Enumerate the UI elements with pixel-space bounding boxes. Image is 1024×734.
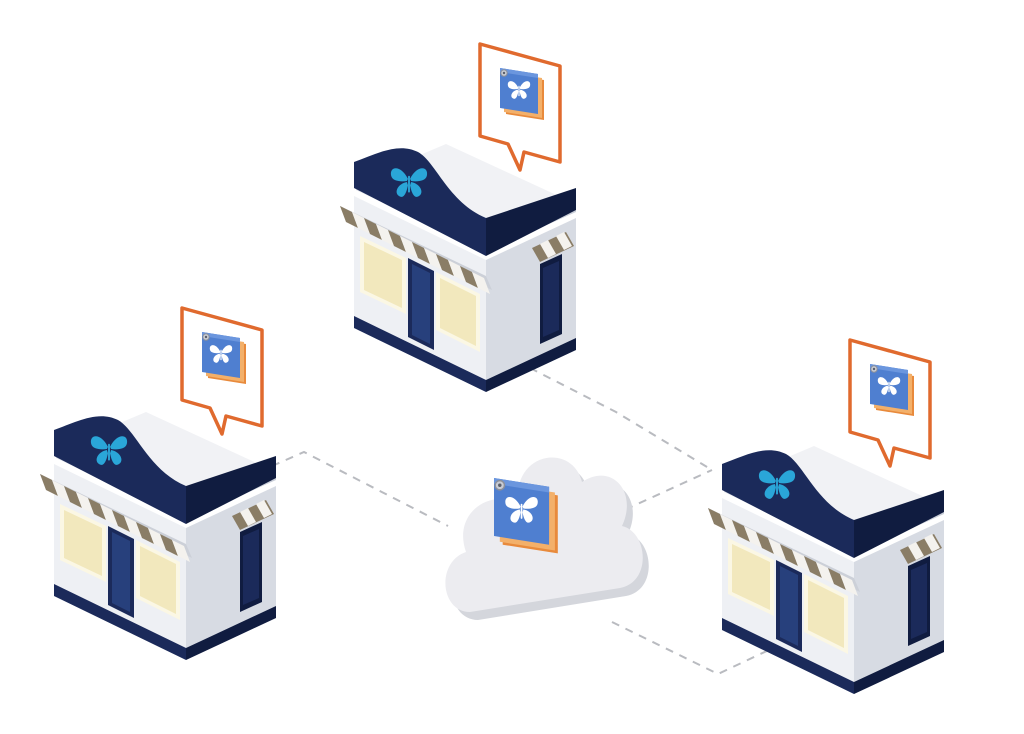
cloud-node	[445, 457, 649, 620]
speech-bubble-icon	[182, 308, 262, 434]
cloud-app-tile-icon	[494, 478, 558, 553]
storefront-icon	[708, 446, 944, 694]
storefront-icon	[40, 412, 276, 660]
speech-bubble-icon	[480, 44, 560, 170]
store-node-right	[708, 340, 944, 694]
store-node-top	[340, 44, 576, 392]
storefront-icon	[340, 144, 576, 392]
connector-left-store-to-cloud	[271, 450, 449, 527]
connector-top-store-to-cloud	[529, 367, 713, 471]
speech-bubble-icon	[850, 340, 930, 466]
store-node-left	[40, 308, 276, 660]
